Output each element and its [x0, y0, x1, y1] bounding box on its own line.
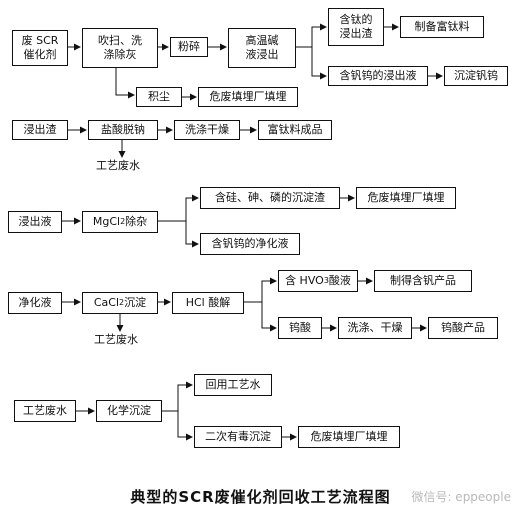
- mgcl-formula: MgCl: [92, 215, 121, 228]
- arrow-chuisao-to-jichen: [115, 68, 135, 99]
- node-chemical-precipitation: 化学沉淀: [96, 400, 162, 422]
- branch-hcl-up: [261, 277, 277, 302]
- node-tungstic-acid: 钨酸: [278, 317, 322, 339]
- branch-huaxue-up: [177, 381, 193, 411]
- node-precipitate-v-w: 沉淀钒钨: [444, 66, 508, 86]
- node-recycled-water: 回用工艺水: [194, 374, 272, 396]
- node-leach-residue: 浸出渣: [12, 120, 68, 140]
- node-crush: 粉碎: [170, 37, 208, 57]
- node-wash-dry-1: 洗涤干燥: [174, 120, 240, 140]
- diagram-caption: 典型的SCR废催化剂回收工艺流程图: [130, 488, 391, 506]
- node-hcl-desodium: 盐酸脱钠: [88, 120, 158, 140]
- node-secondary-toxic-precipitate: 二次有毒沉淀: [194, 426, 282, 448]
- node-prepare-ti-rich: 制备富钛料: [400, 16, 484, 38]
- label-process-wastewater-2: 工艺废水: [94, 333, 138, 346]
- cacl-subscript: 2: [119, 298, 125, 307]
- branch-gaowen-down: [311, 47, 327, 80]
- branch-mgcl-down: [185, 221, 199, 248]
- cacl-formula: CaCl: [93, 296, 120, 309]
- node-v-w-purified-solution: 含钒钨的净化液: [200, 233, 300, 255]
- node-v-w-leachate: 含钒钨的浸出液: [328, 66, 428, 86]
- node-landfill-3: 危废填埋厂填埋: [298, 426, 400, 448]
- node-waste-scr-catalyst: 废 SCR 催化剂: [12, 30, 68, 66]
- node-purge-wash: 吹扫、洗 涤除灰: [82, 28, 158, 68]
- hvo-formula: 含 HVO: [285, 274, 324, 287]
- node-process-wastewater: 工艺废水: [14, 400, 76, 422]
- node-leachate: 浸出液: [8, 211, 62, 233]
- node-purified-solution: 净化液: [8, 292, 62, 314]
- node-si-as-p-precipitate: 含硅、砷、磷的沉淀渣: [200, 187, 340, 209]
- hvo-tail: 酸液: [328, 274, 351, 287]
- node-v-product: 制得含钒产品: [374, 270, 472, 292]
- hvo-subscript: 3: [323, 276, 329, 285]
- node-tungstic-acid-product: 钨酸产品: [428, 317, 498, 339]
- branch-gaowen-up: [311, 23, 327, 47]
- watermark: 微信号: eppeople: [411, 490, 511, 504]
- node-hcl-acidolysis: HCl 酸解: [172, 292, 244, 314]
- node-landfill-2: 危废填埋厂填埋: [356, 187, 456, 209]
- node-wash-dry-2: 洗涤、干燥: [338, 317, 412, 339]
- branch-hcl-down: [261, 302, 277, 332]
- branch-mgcl-up: [185, 194, 199, 221]
- label-process-wastewater-1: 工艺废水: [96, 159, 140, 172]
- mgcl-subscript: 2: [120, 217, 126, 226]
- node-ti-residue: 含钛的 浸出渣: [328, 8, 384, 46]
- node-landfill-1: 危废填埋厂填埋: [198, 87, 298, 107]
- cacl-tail: 沉淀: [124, 296, 147, 309]
- node-ti-rich-product: 富钛料成品: [258, 120, 332, 140]
- node-high-temp-leach: 高温碱 液浸出: [228, 28, 296, 68]
- mgcl-tail: 除杂: [125, 215, 148, 228]
- branch-huaxue-down: [177, 411, 193, 441]
- node-dust: 积尘: [136, 87, 182, 107]
